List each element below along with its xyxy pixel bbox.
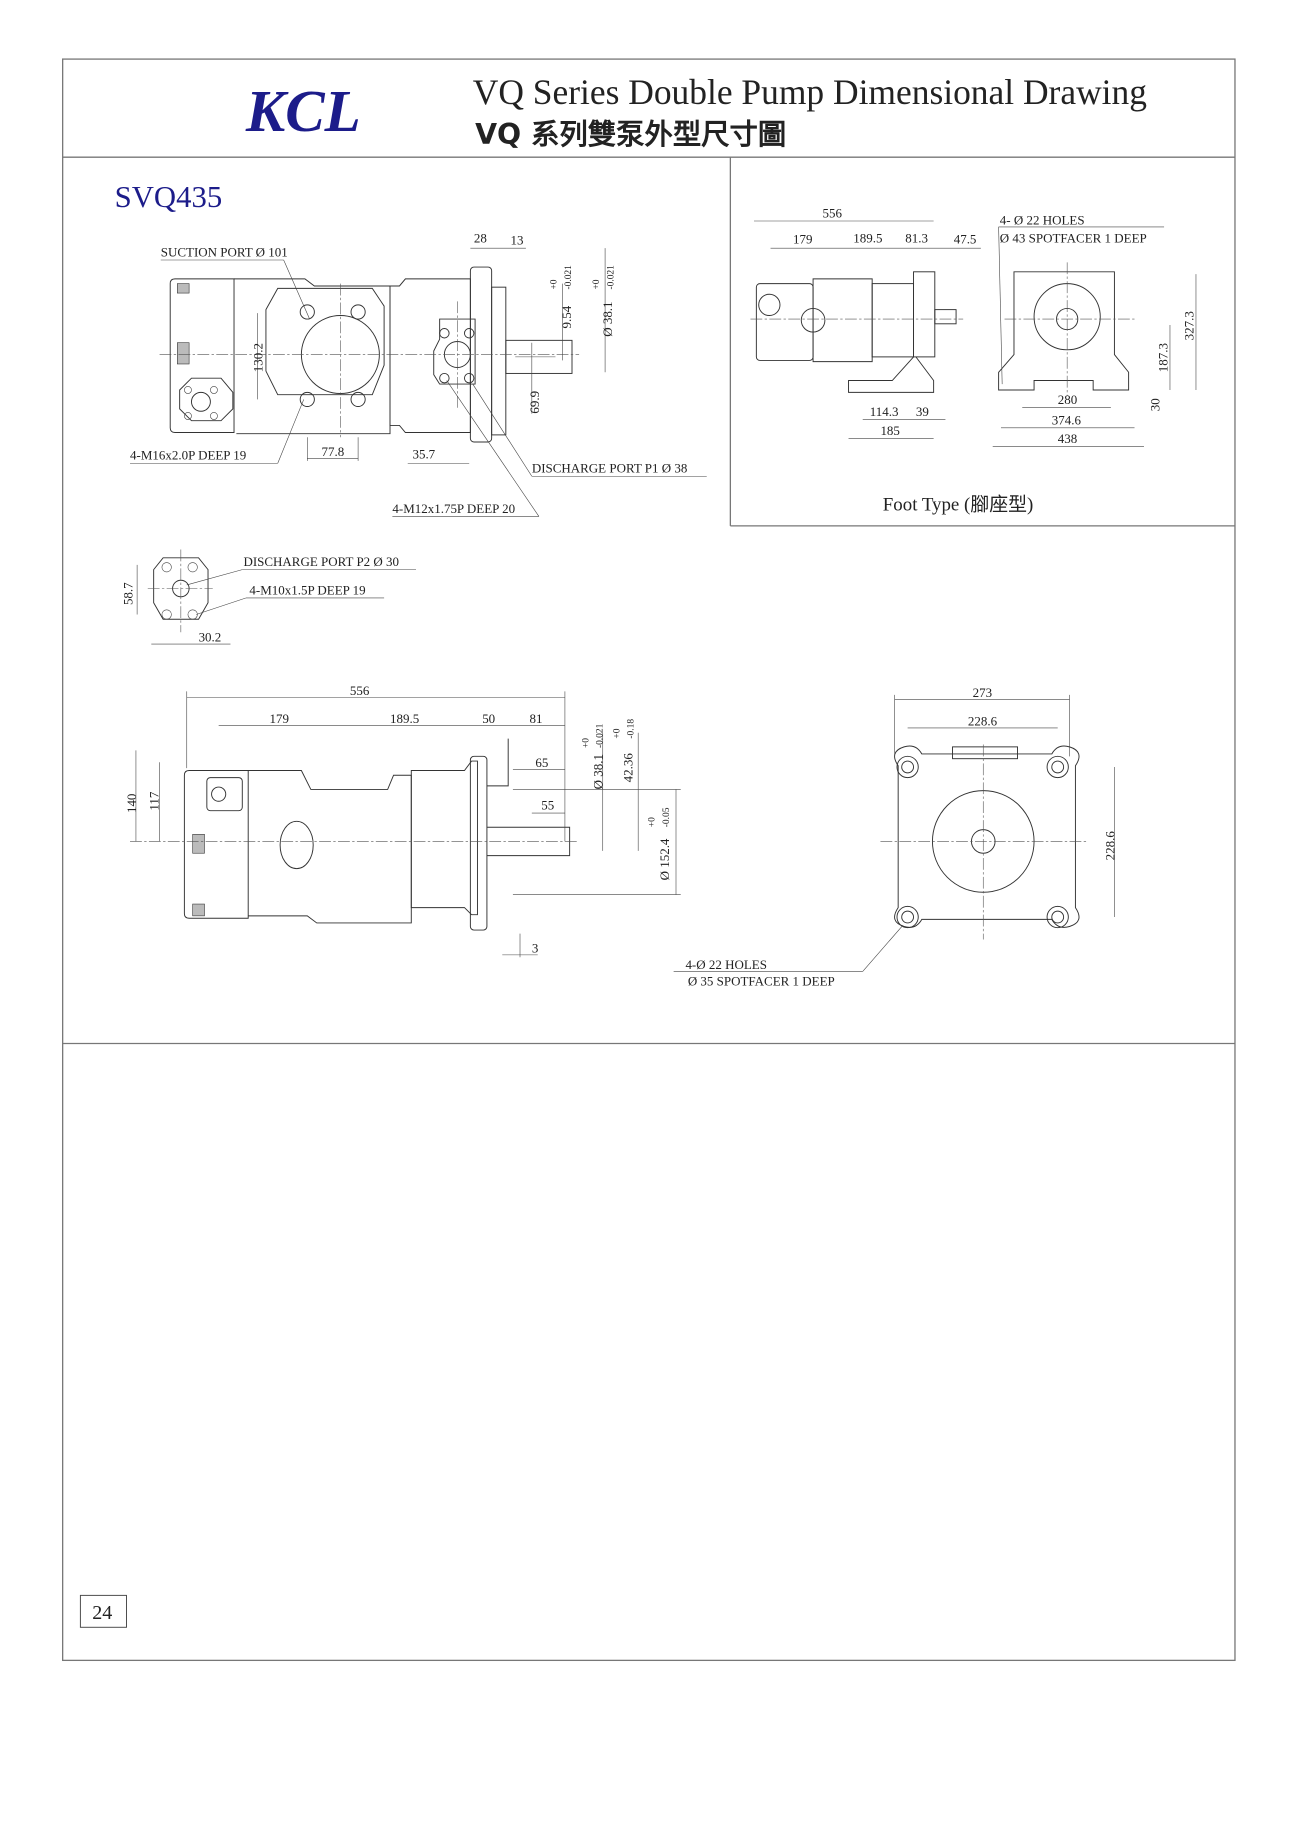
tol-381-upper: +0 <box>592 279 602 289</box>
foot-dim-81-3: 81.3 <box>905 230 928 245</box>
top-dim-179: 179 <box>269 711 288 726</box>
top-tol-4236-upper: +0 <box>612 728 622 738</box>
dim-69-9: 69.9 <box>527 391 542 414</box>
thread-m16-label: 4-M16x2.0P DEEP 19 <box>130 448 246 463</box>
dim-13: 13 <box>511 233 524 248</box>
kcl-logo: KCL <box>245 78 361 144</box>
foot-dim-179: 179 <box>793 231 812 246</box>
tol-954-lower: -0.021 <box>564 265 574 290</box>
title-english: VQ Series Double Pump Dimensional Drawin… <box>473 72 1147 112</box>
top-tol-381-lower: -0.021 <box>596 723 606 748</box>
foot-dim-30: 30 <box>1147 398 1162 411</box>
foot-dim-185: 185 <box>880 423 899 438</box>
foot-dim-327-3: 327.3 <box>1182 311 1197 340</box>
discharge-port-p2-label: DISCHARGE PORT P2 Ø 30 <box>243 554 399 569</box>
dim-38-1: Ø 38.1 <box>600 301 615 336</box>
foot-dim-47-5: 47.5 <box>954 231 977 246</box>
end-spotface-label: Ø 35 SPOTFACER 1 DEEP <box>688 974 835 989</box>
side-view-drawing <box>130 247 707 517</box>
top-dim-65: 65 <box>535 755 548 770</box>
foot-dim-374-6: 374.6 <box>1052 412 1082 427</box>
top-tol-1524-upper: +0 <box>648 817 658 827</box>
end-dim-273: 273 <box>973 685 992 700</box>
top-dim-81: 81 <box>529 711 542 726</box>
top-dim-42-36: 42.36 <box>620 753 635 783</box>
discharge-port-p2-drawing <box>136 549 417 645</box>
foot-dim-189-5: 189.5 <box>853 230 882 245</box>
top-dim-556: 556 <box>350 683 370 698</box>
foot-dim-556: 556 <box>823 205 843 220</box>
end-view-drawing <box>673 694 1115 972</box>
suction-port-label: SUCTION PORT Ø 101 <box>161 244 288 259</box>
end-dim-228-6-vertical: 228.6 <box>1102 831 1117 861</box>
foot-type-label: Foot Type (腳座型) <box>883 494 1034 516</box>
p2-dim-30-2: 30.2 <box>199 630 222 645</box>
model-name: SVQ435 <box>115 180 223 214</box>
top-view-drawing <box>130 691 681 958</box>
top-dim-38-1: Ø 38.1 <box>591 754 606 789</box>
top-dim-50: 50 <box>482 711 495 726</box>
foot-dim-114-3: 114.3 <box>870 404 899 419</box>
p2-dim-58-7: 58.7 <box>120 582 135 605</box>
foot-dim-438: 438 <box>1058 431 1077 446</box>
dim-77-8: 77.8 <box>321 444 344 459</box>
discharge-port-p1-label: DISCHARGE PORT P1 Ø 38 <box>532 461 688 476</box>
foot-holes-label: 4- Ø 22 HOLES <box>1000 213 1085 228</box>
tol-954-upper: +0 <box>550 279 560 289</box>
title-chinese: VQ 系列雙泵外型尺寸圖 <box>475 118 786 151</box>
foot-dim-39: 39 <box>916 404 929 419</box>
dim-35-7: 35.7 <box>412 447 435 462</box>
top-tol-4236-lower: -0.18 <box>626 719 636 739</box>
page-border <box>62 58 1236 1662</box>
thread-m12-label: 4-M12x1.75P DEEP 20 <box>392 501 515 516</box>
top-dim-3: 3 <box>532 940 539 955</box>
foot-type-drawing <box>750 220 1197 448</box>
dim-28: 28 <box>474 230 487 245</box>
top-dim-189-5: 189.5 <box>390 711 419 726</box>
end-holes-label: 4-Ø 22 HOLES <box>685 957 767 972</box>
foot-spotface-label: Ø 43 SPOTFACER 1 DEEP <box>1000 230 1147 245</box>
dim-130-2: 130.2 <box>250 343 265 372</box>
thread-m10-label: 4-M10x1.5P DEEP 19 <box>249 582 365 597</box>
top-dim-152-4: Ø 152.4 <box>657 838 672 880</box>
end-dim-228-6-horizontal: 228.6 <box>968 714 998 729</box>
top-dim-117: 117 <box>146 791 161 811</box>
dim-9-54: 9.54 <box>559 305 574 328</box>
page-number: 24 <box>92 1602 112 1624</box>
top-dim-140: 140 <box>124 794 139 813</box>
top-dim-55: 55 <box>541 798 554 813</box>
page-number-box <box>79 1594 127 1628</box>
foot-dim-187-3: 187.3 <box>1156 343 1171 372</box>
foot-dim-280: 280 <box>1058 392 1077 407</box>
top-tol-1524-lower: -0.05 <box>662 807 672 827</box>
tol-381-lower: -0.021 <box>606 265 616 290</box>
top-tol-381-upper: +0 <box>582 738 592 748</box>
